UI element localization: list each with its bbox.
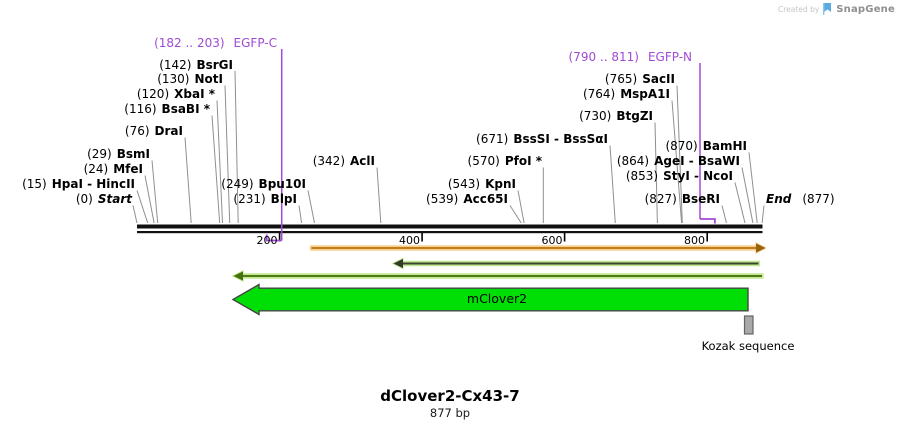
site-label-noti[interactable]: (130)NotI (157, 72, 223, 86)
ruler-label-800: 800 (684, 234, 705, 247)
snapgene-flag-shape (824, 3, 832, 12)
site-label-bamhi[interactable]: (870)BamHI (665, 139, 747, 153)
leader-bpu10i (307, 190, 315, 224)
leader-start (132, 205, 138, 224)
feature-kozak-box[interactable] (743, 315, 754, 335)
site-label-drai[interactable]: (76)DraI (124, 124, 183, 138)
snapgene-flag-icon (823, 3, 832, 15)
site-label-acli[interactable]: (342)AclI (312, 154, 375, 168)
leader-acc65i (509, 205, 522, 224)
site-label-bseri[interactable]: (827)BseRI (644, 192, 720, 206)
ruler-label-600: 600 (541, 234, 563, 247)
map-length: 877 bp (429, 406, 471, 420)
site-label-bsmi[interactable]: (29)BsmI (87, 147, 150, 161)
leader-agei (741, 167, 754, 224)
leader-xbai (216, 100, 223, 224)
site-label-mfei[interactable]: (24)MfeI (83, 162, 143, 176)
leader-bsmi (151, 160, 159, 224)
region-name: EGFP-C (233, 36, 277, 50)
feature-label-mclover2[interactable]: mClover2 (466, 291, 528, 306)
credit-prefix: Created by (778, 4, 820, 14)
site-label-acc65i[interactable]: (539)Acc65I (426, 192, 508, 206)
leader-blpi (298, 205, 303, 224)
site-label-bsabi[interactable]: (116)BsaBI * (124, 102, 210, 116)
region-label-egfp-n[interactable]: (790 .. 811) EGFP-N (569, 51, 693, 64)
leader-styi (734, 182, 746, 224)
site-label-agei-bsawi[interactable]: (864)AgeI - BsaWI (616, 154, 740, 168)
primer-arrow-green-upper-halo-head (391, 257, 404, 270)
primer-arrow-green-upper-head (393, 258, 403, 269)
snapgene-flag-pole (823, 3, 825, 15)
primer-arrow-green-lower[interactable] (231, 270, 764, 282)
map-backbone-thick (137, 224, 763, 229)
site-label-kpni[interactable]: (543)KpnI (447, 177, 516, 191)
primer-arrow-orange-halo-head (755, 242, 767, 254)
leader-bseri (721, 205, 727, 224)
site-label-bsrgi[interactable]: (142)BsrGI (159, 58, 233, 72)
ruler-label-400: 400 (399, 234, 420, 247)
region-range: (790 .. 811) (568, 50, 639, 64)
site-label-xbai[interactable]: (120)XbaI * (136, 87, 215, 101)
leader-acli (376, 167, 382, 224)
site-label-btgzi[interactable]: (730)BtgZI (579, 109, 653, 123)
leader-noti (224, 85, 231, 224)
ruler-label-200: 200 (256, 234, 278, 247)
feature-label-kozak-sequence[interactable]: Kozak sequence (701, 339, 795, 353)
primer-arrow-green-lower-halo-head (231, 270, 244, 282)
site-label-bsssi[interactable]: (671)BssSI - BssSαI (476, 132, 608, 146)
region-range: (182 .. 203) (154, 36, 225, 50)
site-label-hpai-hincii[interactable]: (15)HpaI - HincII (22, 177, 135, 191)
site-label-bpu10i[interactable]: (249)Bpu10I (221, 177, 306, 191)
map-title: dClover2-Cx43-7 (380, 387, 520, 405)
leader-bsabi (211, 115, 221, 224)
region-bracket-egfp-n[interactable] (700, 218, 716, 224)
end-label[interactable]: End(877) (766, 192, 835, 206)
leader-bsssi (609, 145, 616, 224)
site-label-sacii[interactable]: (765)SacII (604, 72, 675, 86)
leader-hpai (136, 190, 149, 224)
site-label-blpi[interactable]: (231)BlpI (233, 192, 297, 206)
region-name: EGFP-N (647, 50, 692, 64)
leader-kpni (517, 190, 525, 224)
primer-arrow-orange-head (756, 243, 766, 253)
site-label-mspa1i[interactable]: (764)MspA1I (582, 87, 670, 101)
leader-drai (184, 137, 192, 224)
site-label-pfoi[interactable]: (570)PfoI * (467, 154, 542, 168)
region-label-egfp-c[interactable]: (182 .. 203) EGFP-C (154, 37, 277, 50)
leader-mfei (144, 175, 155, 224)
site-label-styi-ncoi[interactable]: (853)StyI - NcoI (625, 169, 733, 183)
leader-end (761, 205, 765, 224)
snapgene-credit: Created by SnapGene (778, 3, 895, 15)
leader-bamhi (748, 152, 758, 224)
start-label[interactable]: (0)Start (75, 192, 132, 206)
credit-brand: SnapGene (836, 3, 895, 15)
primer-arrow-green-lower-head (233, 271, 243, 281)
primer-arrow-green-upper[interactable] (391, 257, 761, 270)
map-backbone-thin (137, 231, 763, 234)
